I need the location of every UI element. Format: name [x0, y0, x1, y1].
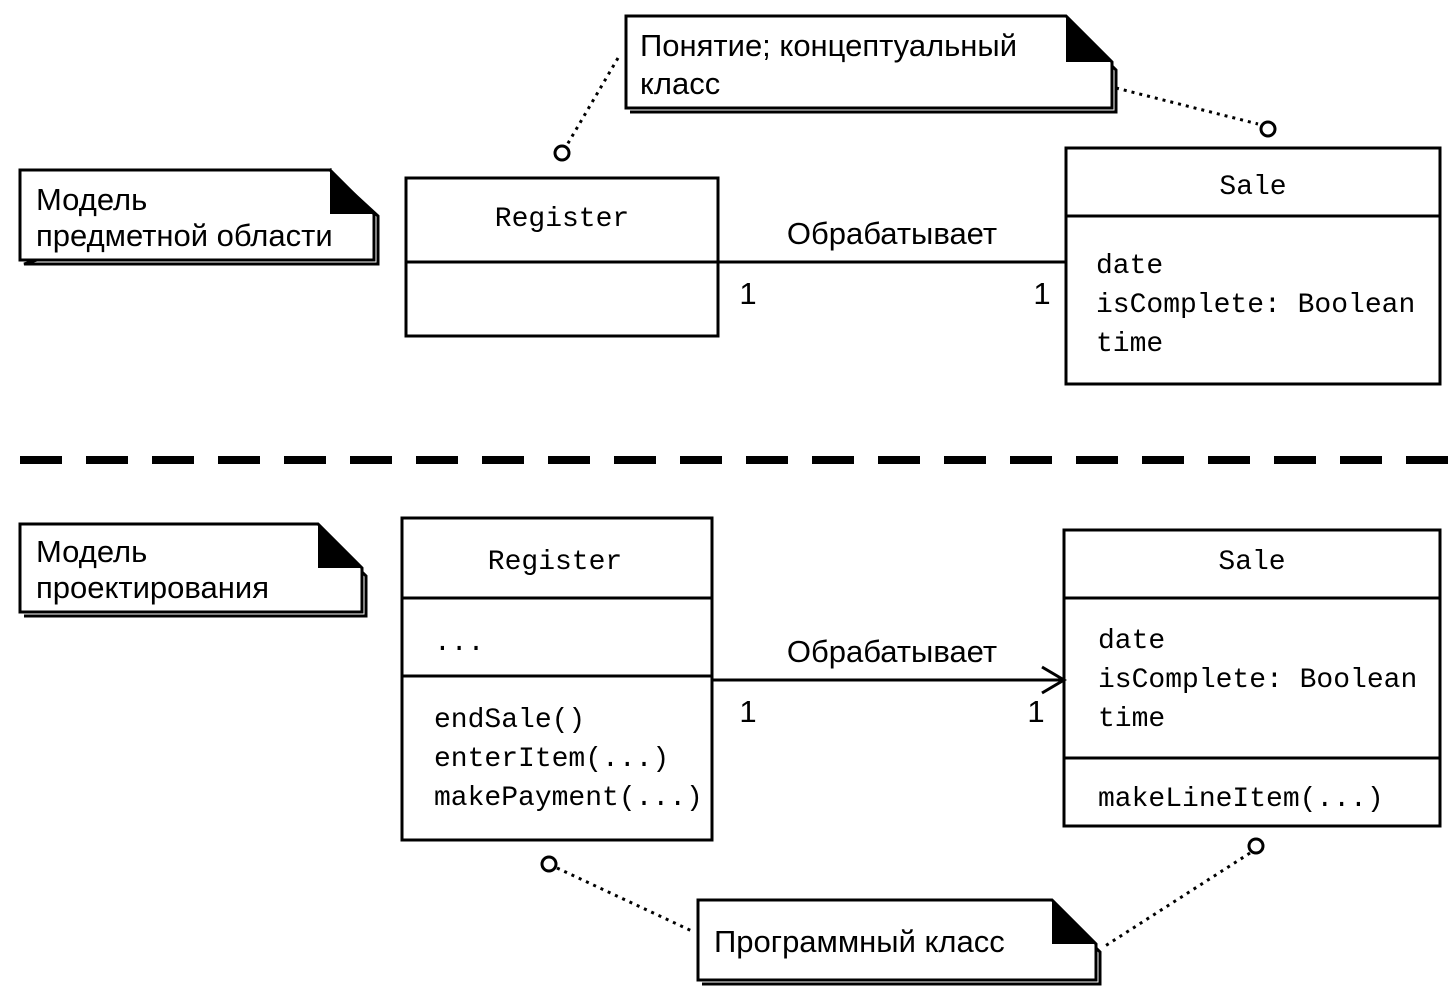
design-sale-attribute: time	[1098, 704, 1165, 735]
design-register-method: enterItem(...)	[434, 744, 669, 775]
design-model-label-line1: Модель	[36, 534, 147, 569]
software-connector-sale	[1101, 851, 1251, 950]
domain-model-label-line1: Модель	[36, 182, 147, 217]
domain-sale-attribute: isComplete: Boolean	[1096, 290, 1415, 321]
concept-connector-register	[565, 57, 620, 146]
domain-register-class: Register	[404, 176, 720, 338]
software-class-note: Программный класс	[696, 898, 1102, 986]
design-association-arrowhead	[1041, 665, 1067, 695]
design-register-name: Register	[488, 547, 622, 578]
software-class-note-text: Программный класс	[714, 924, 1005, 959]
domain-model-label-line2: предметной области	[36, 218, 333, 253]
design-register-class: Register ... endSale() enterItem(...) ma…	[400, 516, 714, 842]
design-sale-attribute: date	[1098, 626, 1165, 657]
concept-note-line2: класс	[640, 66, 720, 101]
domain-multiplicity-left: 1	[739, 276, 756, 311]
design-register-attributes: ...	[434, 628, 484, 659]
design-register-method: makePayment(...)	[434, 783, 703, 814]
domain-sale-name: Sale	[1219, 172, 1286, 203]
concept-note: Понятие; концептуальный класс	[624, 14, 1118, 114]
design-sale-class: Sale date isComplete: Boolean time makeL…	[1062, 528, 1442, 828]
design-sale-name: Sale	[1218, 547, 1285, 578]
design-multiplicity-left: 1	[739, 694, 756, 729]
software-anchor-sale	[1247, 837, 1265, 855]
domain-sale-class: Sale date isComplete: Boolean time	[1064, 146, 1442, 386]
design-model-label-line2: проектирования	[36, 570, 269, 605]
concept-connector-sale	[1115, 86, 1259, 126]
concept-anchor-register	[553, 144, 571, 162]
domain-model-label-note: Модель предметной области	[18, 167, 380, 266]
concept-note-line1: Понятие; концептуальный	[640, 28, 1017, 63]
software-anchor-register	[540, 855, 558, 873]
concept-anchor-sale	[1259, 120, 1277, 138]
design-association-label: Обрабатывает	[787, 634, 997, 669]
domain-association-label: Обрабатывает	[787, 216, 997, 251]
domain-sale-attribute: time	[1096, 329, 1163, 360]
design-model-label-note: Модель проектирования	[18, 522, 368, 618]
design-sale-attribute: isComplete: Boolean	[1098, 665, 1417, 696]
design-register-method: endSale()	[434, 705, 585, 736]
design-sale-method: makeLineItem(...)	[1098, 784, 1384, 815]
domain-multiplicity-right: 1	[1033, 276, 1050, 311]
domain-register-name: Register	[495, 204, 629, 235]
design-multiplicity-right: 1	[1027, 694, 1044, 729]
software-connector-register	[556, 866, 695, 934]
domain-sale-attribute: date	[1096, 251, 1163, 282]
